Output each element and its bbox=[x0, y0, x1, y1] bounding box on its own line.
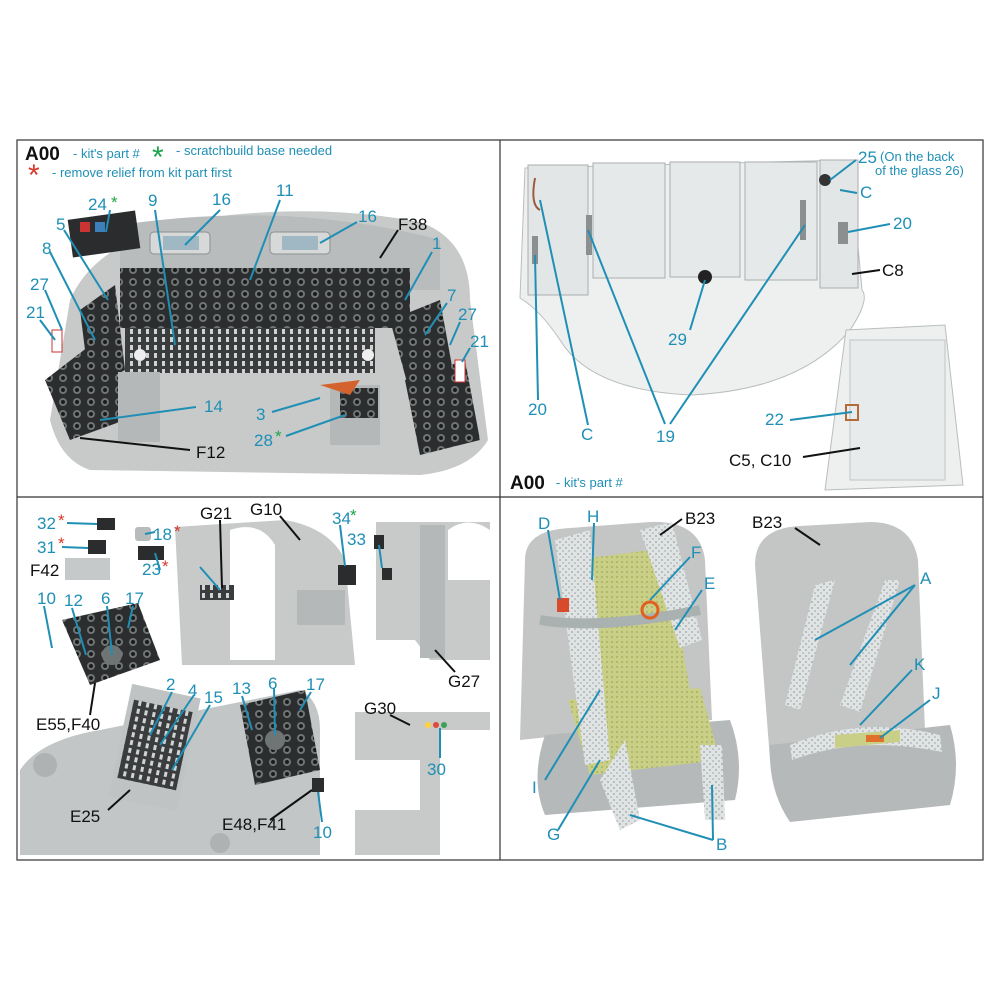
label-I: I bbox=[532, 778, 537, 797]
label-28: 28 bbox=[254, 431, 273, 450]
canopy-illustration bbox=[519, 159, 964, 491]
label-F12: F12 bbox=[196, 443, 225, 462]
red-star-32: * bbox=[58, 511, 65, 530]
label-20-left: 20 bbox=[528, 400, 547, 419]
label-G27: G27 bbox=[448, 672, 480, 691]
label-5: 5 bbox=[56, 215, 65, 234]
seats-leaders bbox=[544, 518, 931, 841]
label-33: 33 bbox=[347, 530, 366, 549]
note-25-line2: of the glass 26) bbox=[875, 163, 964, 178]
label-G21: G21 bbox=[200, 504, 232, 523]
label-25: 25 bbox=[858, 148, 877, 167]
label-E48-F41: E48,F41 bbox=[222, 815, 286, 834]
label-18: 18 bbox=[153, 525, 172, 544]
panel-cockpit: A00 - kit's part # * - scratchbuild base… bbox=[25, 141, 489, 475]
label-13: 13 bbox=[232, 679, 251, 698]
cockpit-leaders bbox=[39, 199, 471, 451]
label-C-top: C bbox=[860, 183, 872, 202]
label-30: 30 bbox=[427, 760, 446, 779]
remove-asterisk: * bbox=[28, 159, 40, 192]
label-F38: F38 bbox=[398, 215, 427, 234]
green-star-28: * bbox=[275, 427, 282, 446]
label-22: 22 bbox=[765, 410, 784, 429]
label-23: 23 bbox=[142, 560, 161, 579]
label-2: 2 bbox=[166, 675, 175, 694]
label-21-left: 21 bbox=[26, 303, 45, 322]
cockpit-illustration bbox=[45, 210, 488, 475]
label-21-right: 21 bbox=[470, 332, 489, 351]
legend-remove-text: - remove relief from kit part first bbox=[52, 165, 232, 180]
label-B: B bbox=[716, 835, 727, 854]
red-star-23: * bbox=[162, 557, 169, 576]
label-3: 3 bbox=[256, 405, 265, 424]
label-14: 14 bbox=[204, 397, 223, 416]
label-16-left: 16 bbox=[212, 190, 231, 209]
green-star-24: * bbox=[111, 193, 118, 212]
label-12: 12 bbox=[64, 591, 83, 610]
label-19: 19 bbox=[656, 427, 675, 446]
label-F: F bbox=[691, 543, 701, 562]
canopy-code-text: - kit's part # bbox=[556, 475, 624, 490]
seat-right bbox=[755, 522, 956, 822]
label-27-left: 27 bbox=[30, 275, 49, 294]
label-17-left: 17 bbox=[125, 589, 144, 608]
label-K: K bbox=[914, 655, 926, 674]
label-J: J bbox=[932, 684, 941, 703]
label-E: E bbox=[704, 574, 715, 593]
label-31: 31 bbox=[37, 538, 56, 557]
label-G: G bbox=[547, 825, 560, 844]
label-7: 7 bbox=[447, 286, 456, 305]
label-G30: G30 bbox=[364, 699, 396, 718]
panel-consoles: 32 * 31 * F42 18 * 23 * G21 G10 34 * 33 … bbox=[20, 500, 490, 855]
panel-seats: D H B23 F E I G B B23 A K J bbox=[520, 507, 956, 854]
label-24: 24 bbox=[88, 195, 107, 214]
consoles-leaders bbox=[43, 515, 456, 823]
label-20-right: 20 bbox=[893, 214, 912, 233]
consoles-illustration bbox=[20, 518, 490, 855]
label-27-right: 27 bbox=[458, 305, 477, 324]
label-4: 4 bbox=[188, 681, 197, 700]
red-star-31: * bbox=[58, 534, 65, 553]
seat-left bbox=[520, 521, 739, 830]
label-A: A bbox=[920, 569, 932, 588]
legend-code: A00 bbox=[25, 144, 60, 165]
sheet-frame bbox=[16, 139, 984, 861]
red-star-18: * bbox=[174, 522, 181, 541]
note-25-line1: (On the back bbox=[880, 149, 955, 164]
label-C5-C10: C5, C10 bbox=[729, 451, 791, 470]
legend-scratch-text: - scratchbuild base needed bbox=[176, 143, 332, 158]
scratch-asterisk: * bbox=[152, 141, 164, 174]
label-6-left: 6 bbox=[101, 589, 110, 608]
label-C8: C8 bbox=[882, 261, 904, 280]
label-1: 1 bbox=[432, 234, 441, 253]
label-B23-right: B23 bbox=[752, 513, 782, 532]
label-34: 34 bbox=[332, 509, 351, 528]
label-H: H bbox=[587, 507, 599, 526]
label-D: D bbox=[538, 514, 550, 533]
legend-code-text: - kit's part # bbox=[73, 146, 141, 161]
label-E25: E25 bbox=[70, 807, 100, 826]
label-9: 9 bbox=[148, 191, 157, 210]
panel-canopy: 25 (On the back of the glass 26) C 20 C8… bbox=[510, 148, 964, 494]
label-E55-F40: E55,F40 bbox=[36, 715, 100, 734]
canopy-code: A00 bbox=[510, 473, 545, 494]
label-6-right: 6 bbox=[268, 674, 277, 693]
label-17-right: 17 bbox=[306, 675, 325, 694]
label-10-top: 10 bbox=[37, 589, 56, 608]
label-B23-left: B23 bbox=[685, 509, 715, 528]
label-11: 11 bbox=[276, 181, 294, 200]
label-10-bottom: 10 bbox=[313, 823, 332, 842]
label-15: 15 bbox=[204, 688, 223, 707]
label-32: 32 bbox=[37, 514, 56, 533]
label-C-bottom: C bbox=[581, 425, 593, 444]
label-8: 8 bbox=[42, 239, 51, 258]
label-16-right: 16 bbox=[358, 207, 377, 226]
label-F42: F42 bbox=[30, 561, 59, 580]
label-29: 29 bbox=[668, 330, 687, 349]
green-star-34: * bbox=[350, 506, 357, 525]
label-G10: G10 bbox=[250, 500, 282, 519]
canopy-leaders bbox=[534, 159, 891, 458]
